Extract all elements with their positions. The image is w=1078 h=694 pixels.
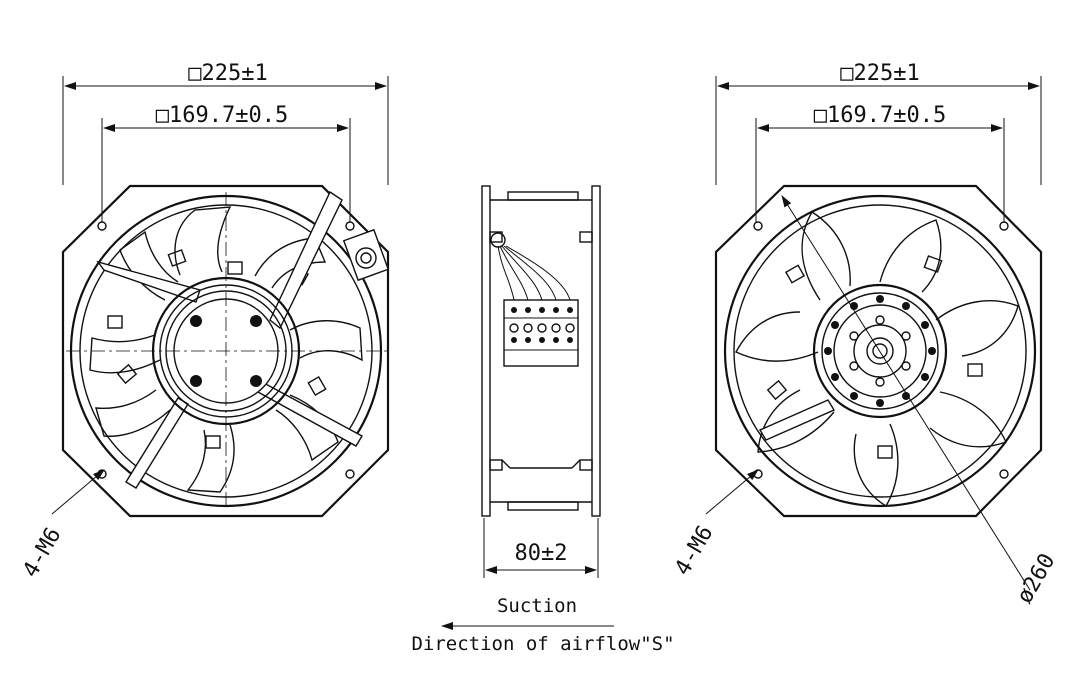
hole-spacing-dimension-left: □169.7±0.5 [101, 103, 351, 222]
mount-hole-bl-right [753, 469, 763, 479]
diameter-label: ø260 [1012, 550, 1060, 608]
hole-spacing-label-left: □169.7±0.5 [156, 103, 288, 128]
frame-dimension-left: □225±1 [62, 61, 389, 185]
venturi-outer-right [723, 194, 1037, 508]
airflow-note: Suction Direction of airflow"S" [411, 595, 674, 655]
frame-dimension-right: □225±1 [715, 61, 1042, 185]
right-view: □225±1 □169.7±0.5 [670, 61, 1060, 608]
mount-hole-tl [97, 221, 107, 231]
thread-label-right: 4-M6 [670, 522, 718, 580]
frame-outline-right [714, 184, 1043, 518]
hole-spacing-label-right: □169.7±0.5 [814, 103, 946, 128]
mount-hole-br-right [999, 469, 1009, 479]
airflow-label: Direction of airflow"S" [411, 633, 674, 655]
thread-callout-right: 4-M6 [670, 469, 759, 580]
thread-label-left: 4-M6 [18, 524, 66, 582]
terminal-block [503, 299, 579, 367]
struts-left [96, 190, 363, 489]
frame-size-label-right: □225±1 [840, 61, 919, 86]
depth-label: 80±2 [515, 541, 568, 566]
side-view: 80±2 Suction Direction of airflow"S" [411, 185, 675, 655]
flange-rear [591, 185, 601, 517]
suction-label: Suction [497, 595, 577, 617]
mount-hole-tr [345, 221, 355, 231]
mount-hole-tr-right [999, 221, 1009, 231]
left-view: □225±1 □169.7±0.5 [18, 61, 390, 582]
mount-hole-tl-right [753, 221, 763, 231]
strut-right [758, 399, 836, 441]
impeller-blades-right [735, 211, 1019, 507]
hole-spacing-dimension-right: □169.7±0.5 [755, 103, 1005, 222]
frame-size-label-left: □225±1 [188, 61, 267, 86]
flange-front [481, 185, 491, 517]
mount-hole-br [345, 469, 355, 479]
depth-dimension: 80±2 [483, 518, 599, 578]
wires [490, 232, 571, 301]
frame-outline-left [61, 184, 390, 518]
cable-gland-left [342, 228, 390, 282]
venturi-inner-right [733, 204, 1027, 498]
thread-callout-left: 4-M6 [18, 469, 105, 582]
